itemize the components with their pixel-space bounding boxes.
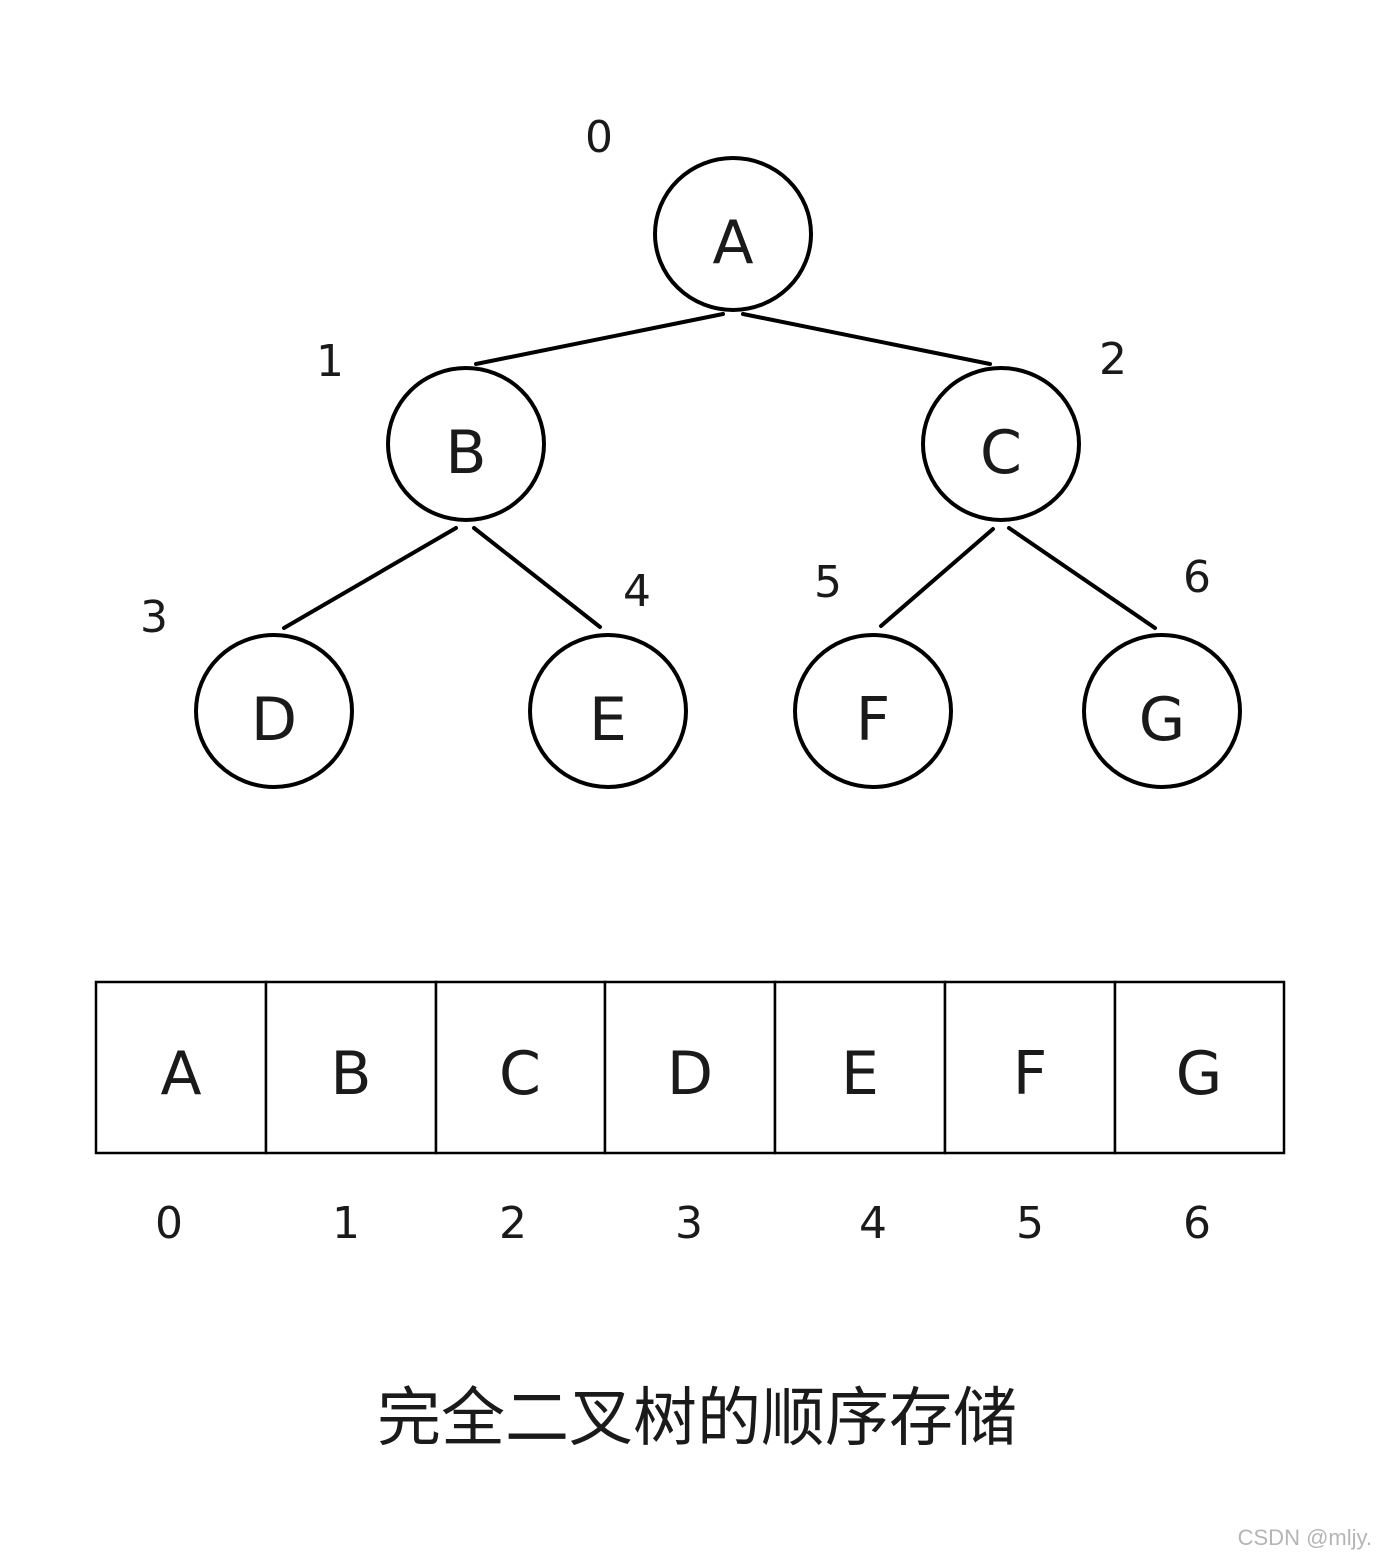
array-cell: E [773,980,947,1155]
array-index: 6 [1183,1198,1211,1249]
node-label: G [1139,685,1186,755]
array-cell: F [943,980,1117,1155]
array-cell-value: G [1176,1039,1223,1109]
edge-c-g [1007,526,1157,630]
array-cell-value: D [667,1039,713,1109]
tree-node-e: E [528,633,688,789]
edge-c-f [879,527,995,628]
watermark-text: CSDN @mljy. [1238,1525,1372,1550]
array-cell: A [94,980,268,1155]
array-index: 2 [499,1198,527,1249]
array-index: 0 [155,1198,183,1249]
array-index: 3 [675,1198,703,1249]
array-index: 1 [332,1198,360,1249]
array-cell-value: C [499,1039,541,1109]
node-index-label: 3 [140,592,168,643]
node-label: F [856,685,891,755]
node-index-label: 5 [814,557,842,608]
node-label: A [712,208,753,278]
node-index-label: 4 [623,566,651,617]
array-index: 4 [859,1198,887,1249]
tree-node-f: F [793,633,953,789]
array-cell: D [603,980,777,1155]
node-index-label: 2 [1099,334,1127,385]
node-label: D [251,685,297,755]
tree-edges [282,312,1157,630]
tree-node-b: B [386,366,546,522]
array-cell: B [264,980,438,1155]
edge-b-d [282,526,458,630]
array-storage: A B C D E F G [94,980,1286,1155]
array-index: 5 [1016,1198,1044,1249]
array-cell-value: E [841,1039,879,1109]
tree-node-c: C [921,366,1081,522]
array-cell-value: A [160,1039,201,1109]
node-index-label: 1 [316,336,344,387]
node-index-label: 6 [1183,552,1211,603]
array-cell-value: B [330,1039,371,1109]
tree-node-a: A [653,156,813,312]
tree-node-d: D [194,633,354,789]
node-label: B [445,418,486,488]
edge-b-e [472,526,602,629]
node-index-label: 0 [585,112,613,163]
diagram-caption: 完全二叉树的顺序存储 [377,1382,1017,1456]
tree-node-g: G [1082,633,1242,789]
tree-index-labels: 0 1 2 3 4 5 6 [140,112,1211,643]
array-cell-value: F [1013,1039,1048,1109]
edge-a-b [474,312,725,366]
array-cell: C [434,980,607,1155]
array-cell: G [1113,980,1286,1155]
node-label: C [980,418,1022,488]
array-index-labels: 0 1 2 3 4 5 6 [155,1198,1211,1249]
node-label: E [589,685,627,755]
edge-a-c [741,312,992,366]
